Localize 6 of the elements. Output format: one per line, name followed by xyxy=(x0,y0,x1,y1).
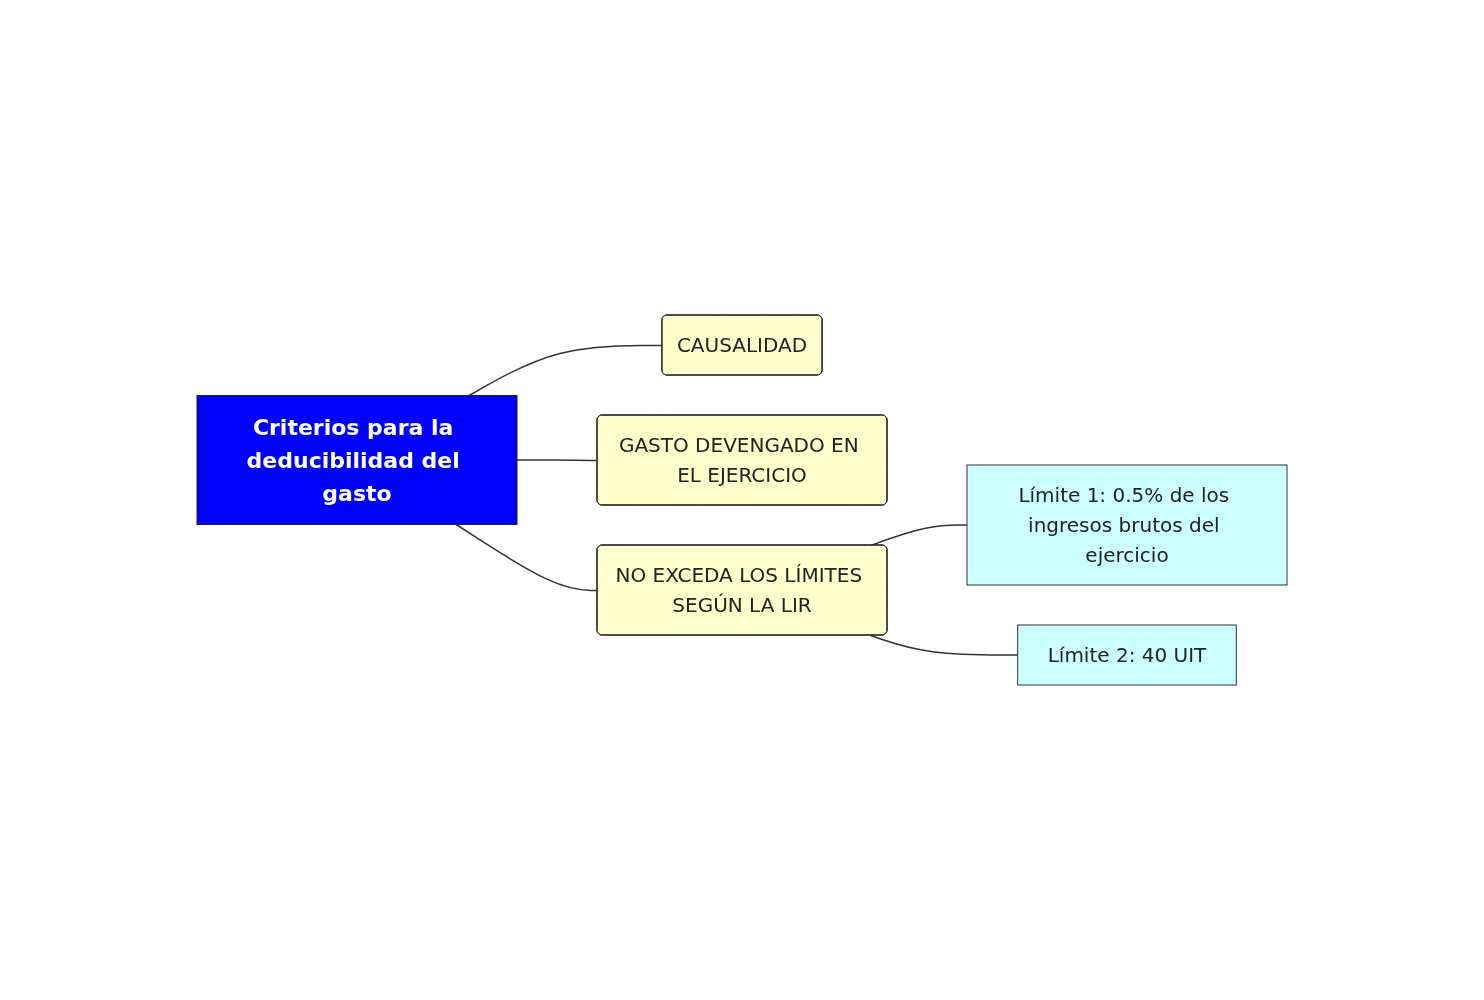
node-box: Criterios para la deducibilidad del gasto xyxy=(196,395,518,525)
connector xyxy=(455,523,599,592)
node-box: Límite 2: 40 UIT xyxy=(1017,624,1237,686)
node-box: Límite 1: 0.5% de los ingresos brutos del ejercicio xyxy=(966,464,1288,586)
connector xyxy=(516,459,599,462)
connector xyxy=(869,634,1019,656)
